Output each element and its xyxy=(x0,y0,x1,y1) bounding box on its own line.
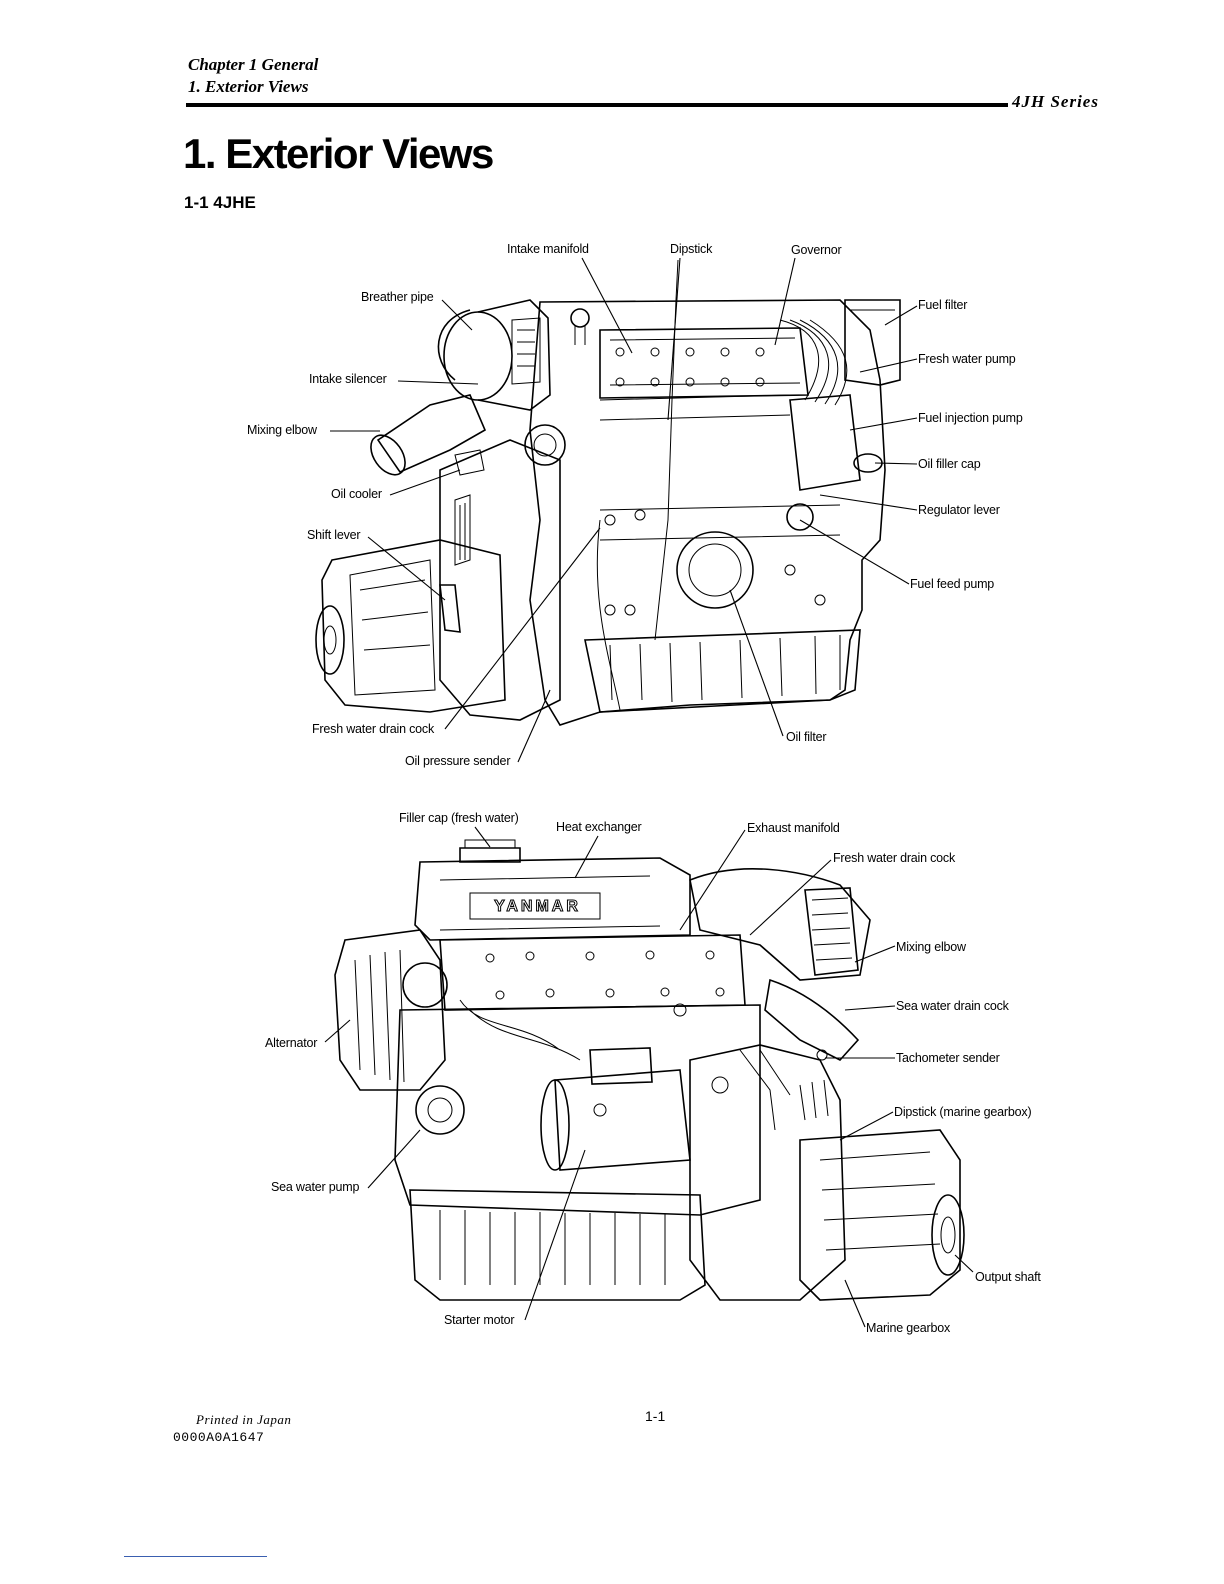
label-regulator-lever: Regulator lever xyxy=(918,503,1000,517)
label-fuel-injection-pump: Fuel injection pump xyxy=(918,411,1023,425)
label-mixing-elbow-bottom: Mixing elbow xyxy=(896,940,966,954)
label-dipstick-marine-gearbox: Dipstick (marine gearbox) xyxy=(894,1105,1032,1119)
label-filler-cap: Filler cap (fresh water) xyxy=(399,811,519,825)
label-governor: Governor xyxy=(791,243,842,257)
label-fresh-water-pump: Fresh water pump xyxy=(918,352,1016,366)
label-sea-water-drain-cock: Sea water drain cock xyxy=(896,999,1009,1013)
label-starter-motor: Starter motor xyxy=(444,1313,515,1327)
page-title: 1. Exterior Views xyxy=(183,130,494,177)
engine-drawing-top xyxy=(315,257,918,763)
yanmar-logo: YANMAR xyxy=(494,898,581,916)
series-label: 4JH Series xyxy=(1012,92,1099,111)
label-fuel-filter: Fuel filter xyxy=(918,298,968,312)
label-intake-manifold: Intake manifold xyxy=(507,242,589,256)
label-oil-filter: Oil filter xyxy=(786,730,827,744)
label-dipstick: Dipstick xyxy=(670,242,713,256)
page-number: 1-1 xyxy=(645,1408,666,1424)
label-oil-cooler: Oil cooler xyxy=(331,487,382,501)
label-fuel-feed-pump: Fuel feed pump xyxy=(910,577,995,591)
label-fresh-water-drain-cock-bottom: Fresh water drain cock xyxy=(833,851,956,865)
label-breather-pipe: Breather pipe xyxy=(361,290,434,304)
label-sea-water-pump: Sea water pump xyxy=(271,1180,360,1194)
printed-in-japan: Printed in Japan xyxy=(196,1412,292,1427)
label-oil-filler-cap: Oil filler cap xyxy=(918,457,981,471)
engine-drawing-bottom xyxy=(324,826,974,1328)
label-alternator: Alternator xyxy=(265,1036,318,1050)
label-tachometer-sender: Tachometer sender xyxy=(896,1051,1000,1065)
header-rule xyxy=(186,103,1008,107)
label-oil-pressure-sender: Oil pressure sender xyxy=(405,754,511,768)
label-heat-exchanger: Heat exchanger xyxy=(556,820,642,834)
label-marine-gearbox: Marine gearbox xyxy=(866,1321,951,1335)
label-exhaust-manifold: Exhaust manifold xyxy=(747,821,840,835)
label-fresh-water-drain-cock-top: Fresh water drain cock xyxy=(312,722,435,736)
label-shift-lever: Shift lever xyxy=(307,528,361,542)
footer-rule xyxy=(124,1556,267,1557)
label-intake-silencer: Intake silencer xyxy=(309,372,387,386)
label-output-shaft: Output shaft xyxy=(975,1270,1041,1284)
section-title: 1-1 4JHE xyxy=(184,193,256,212)
chapter-heading: Chapter 1 General xyxy=(188,55,319,74)
label-mixing-elbow-top: Mixing elbow xyxy=(247,423,317,437)
section-heading: 1. Exterior Views xyxy=(188,77,309,96)
document-code: 0000A0A1647 xyxy=(173,1430,265,1445)
